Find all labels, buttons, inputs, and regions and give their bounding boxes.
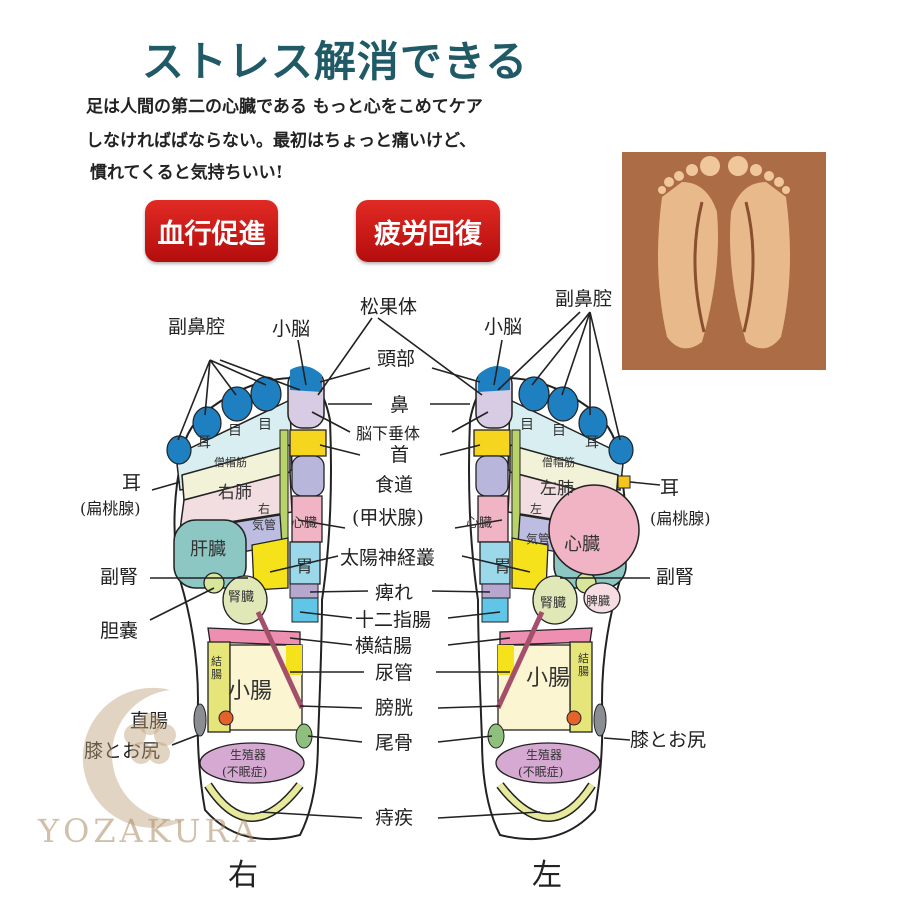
left-heart-zone	[548, 484, 640, 576]
left-zone-bronchus-1: 左	[530, 502, 543, 516]
right-label-gallbladder: 胆嚢	[100, 620, 139, 642]
left-foot-side-label: 左	[532, 858, 562, 893]
left-zone-eye1: 目	[520, 417, 534, 433]
right-label-adrenal: 副腎	[100, 566, 139, 588]
right-zone-trapezius: 僧帽筋	[214, 456, 247, 469]
left-zone-ear: 耳	[585, 435, 599, 451]
label-duodenum: 十二指腸	[355, 609, 432, 631]
left-label-ear: 耳	[660, 477, 680, 499]
left-label-sinus: 副鼻腔	[555, 288, 613, 310]
label-esophagus: 食道	[375, 474, 414, 496]
intro-line-1: 足は人間の第二の心臓である もっと心をこめてケア	[86, 97, 483, 117]
right-label-rectum: 直腸	[130, 710, 169, 732]
spleen-zone	[583, 582, 621, 614]
left-ear-point	[617, 475, 631, 489]
left-zone-small-intestine: 小腸	[526, 666, 571, 691]
right-zone-small-intestine: 小腸	[228, 679, 273, 704]
badge-fatigue-recovery: 疲労回復	[356, 200, 500, 262]
right-zone-ear: 耳	[197, 435, 211, 451]
label-solar-plexus: 太陽神経叢	[340, 547, 436, 569]
label-thyroid: (甲状腺)	[352, 507, 424, 529]
right-zone-liver: 肝臓	[190, 539, 226, 560]
right-label-tonsil: (扁桃腺)	[80, 499, 141, 518]
left-label-adrenal: 副腎	[656, 566, 695, 588]
watermark-text: YOZAKURA	[38, 812, 260, 850]
intro-line-2: しなければばならない。最初はちょっと痛いけど、	[86, 131, 477, 151]
right-zone-lung: 右肺	[218, 483, 252, 503]
left-zone-heart: 心臓	[564, 534, 600, 555]
left-zone-spleen: 脾臓	[586, 594, 611, 608]
right-label-cerebellum: 小脳	[272, 318, 311, 340]
label-coccyx: 尾骨	[375, 732, 414, 754]
label-pituitary: 脳下垂体	[356, 424, 421, 443]
right-label-sinus: 副鼻腔	[168, 316, 226, 338]
intro-line-3: 慣れてくると気持ちいい!	[90, 163, 284, 183]
right-zone-colon: 結腸	[211, 655, 222, 681]
right-label-knee-hip: 膝とお尻	[84, 740, 161, 762]
left-zone-colon: 結腸	[578, 652, 589, 678]
left-label-knee-hip: 膝とお尻	[630, 729, 707, 751]
left-zone-trapezius: 僧帽筋	[542, 456, 575, 469]
label-pineal: 松果体	[360, 296, 418, 318]
right-label-ear: 耳	[122, 472, 142, 494]
foot-sole-photo-image	[622, 152, 826, 370]
label-hemorrhoids: 痔疾	[375, 807, 414, 829]
left-label-tonsil: (扁桃腺)	[650, 509, 711, 528]
label-neck: 首	[390, 444, 410, 466]
right-zone-stomach: 胃	[296, 557, 313, 577]
label-transverse-colon: 横結腸	[355, 635, 413, 657]
left-label-cerebellum: 小脳	[484, 316, 523, 338]
left-zone-heart-small: 心臓	[466, 516, 493, 531]
right-zone-bronchus-1: 右	[258, 502, 271, 516]
leader-lines	[149, 311, 661, 819]
label-ureter: 尿管	[375, 662, 414, 684]
label-numbness: 痺れ	[375, 582, 414, 604]
left-zone-insomnia: (不眠症)	[518, 765, 564, 779]
right-zone-bronchus-2: 気管	[252, 518, 277, 532]
right-zone-insomnia: (不眠症)	[222, 765, 268, 779]
left-zone-eye2: 目	[552, 423, 566, 439]
label-bladder: 膀胱	[375, 697, 414, 719]
right-zone-kidney: 腎臓	[228, 590, 255, 605]
left-zone-kidney: 腎臓	[540, 596, 567, 611]
left-zone-bronchus-2: 気管	[526, 532, 551, 546]
right-zone-eye1: 目	[228, 423, 242, 439]
left-zone-lung: 左肺	[540, 479, 574, 499]
right-foot-side-label: 右	[228, 858, 258, 893]
label-nose: 鼻	[390, 394, 410, 416]
right-zone-eye2: 目	[258, 417, 272, 433]
left-zone-stomach: 胃	[494, 557, 511, 577]
foot-sole-photo	[622, 152, 826, 370]
page-title: ストレス解消できる	[141, 37, 529, 86]
right-zone-heart: 心臓	[291, 516, 318, 531]
label-head: 頭部	[377, 348, 416, 370]
left-zone-genitals: 生殖器	[526, 748, 563, 762]
right-zone-genitals: 生殖器	[230, 748, 267, 762]
badge-blood-circulation: 血行促進	[145, 200, 278, 262]
